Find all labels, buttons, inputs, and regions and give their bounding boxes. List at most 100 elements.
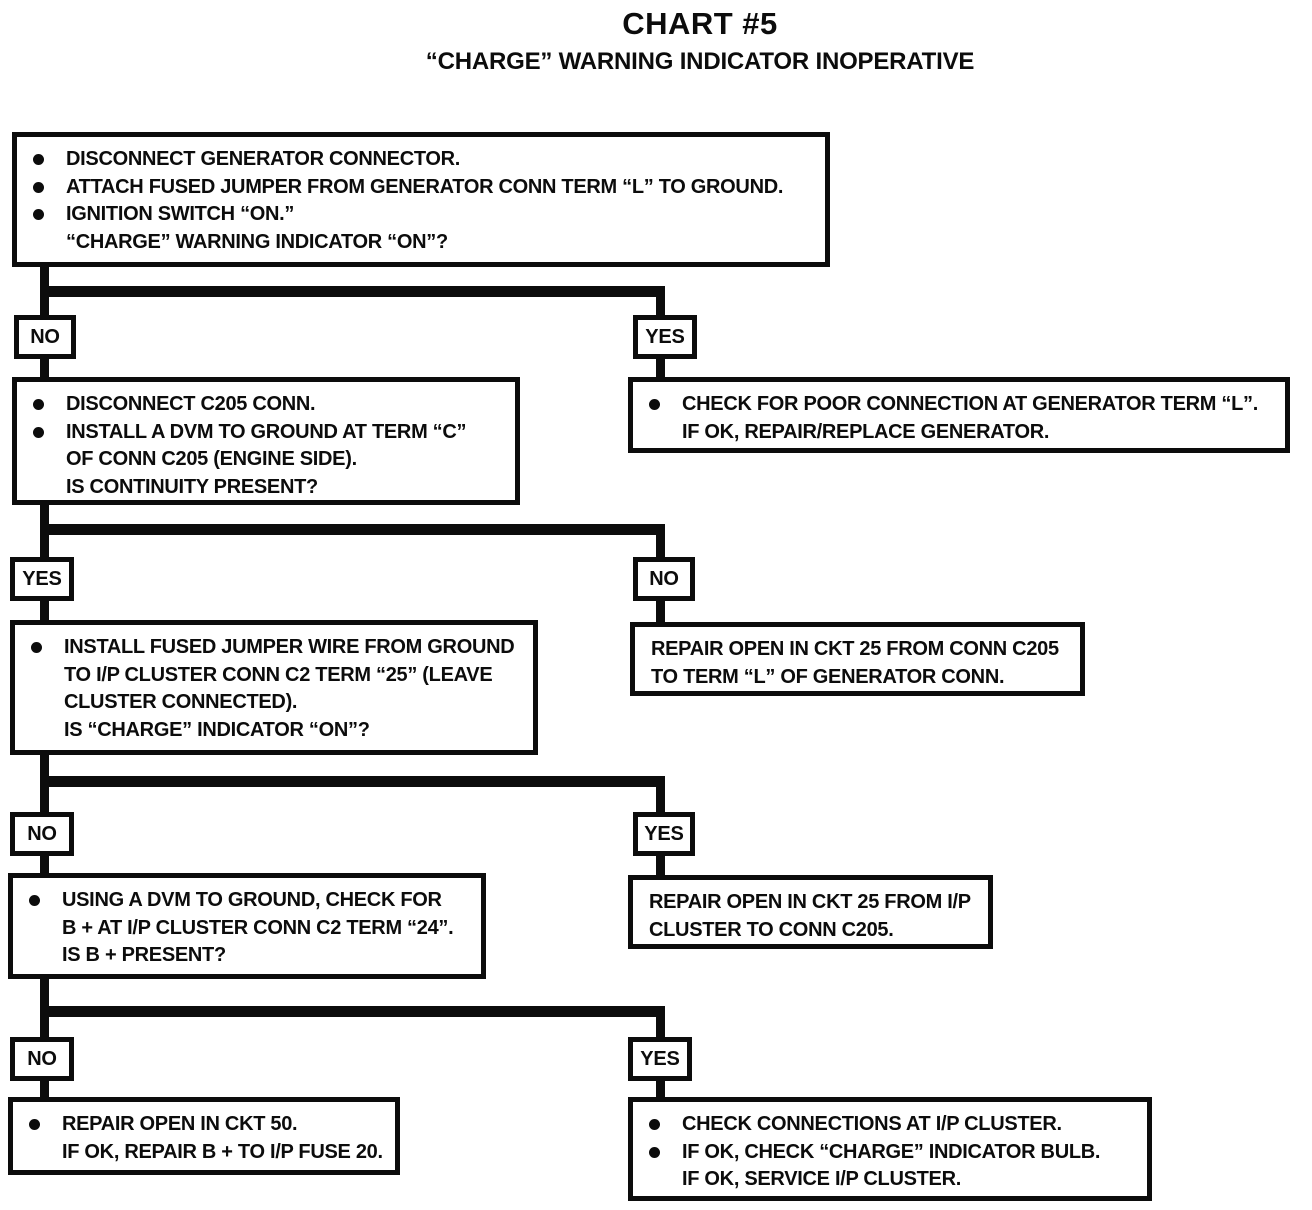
bullet-icon [649, 1119, 660, 1130]
flow-node-repair-ckt25-to-c205: REPAIR OPEN IN CKT 25 FROM I/P CLUSTER TO… [628, 875, 993, 949]
node-text: TO I/P CLUSTER CONN C2 TERM “25” (LEAVE [64, 663, 493, 686]
node-text-line: OF CONN C205 (ENGINE SIDE). [33, 446, 505, 474]
flow-node-start: DISCONNECT GENERATOR CONNECTOR.ATTACH FU… [12, 132, 830, 267]
connector-b-right-stub [656, 601, 665, 622]
node-text-line: USING A DVM TO GROUND, CHECK FOR [29, 887, 471, 915]
connector-c-right-stub [656, 856, 665, 875]
node-text: CLUSTER TO CONN C205. [649, 918, 894, 941]
connector-a-right-drop [656, 286, 665, 315]
branch4-no-label: NO [10, 1037, 74, 1081]
node-text: ATTACH FUSED JUMPER FROM GENERATOR CONN … [66, 175, 784, 198]
node-text-line: INSTALL FUSED JUMPER WIRE FROM GROUND [31, 634, 523, 662]
node-text-line: IF OK, CHECK “CHARGE” INDICATOR BULB. [649, 1139, 1137, 1167]
branch2-no-text: NO [649, 567, 679, 590]
flow-node-check-bplus-term24: USING A DVM TO GROUND, CHECK FOR B + AT I… [8, 873, 486, 979]
node-text: IS “CHARGE” INDICATOR “ON”? [64, 718, 370, 741]
node-text-line: “CHARGE” WARNING INDICATOR “ON”? [33, 229, 815, 257]
node-text-line: DISCONNECT C205 CONN. [33, 391, 505, 419]
node-text: CHECK CONNECTIONS AT I/P CLUSTER. [682, 1113, 1062, 1135]
node-text: CHECK FOR POOR CONNECTION AT GENERATOR T… [682, 393, 1258, 415]
node-text-line: IF OK, REPAIR B + TO I/P FUSE 20. [29, 1139, 385, 1167]
node-text-line: IGNITION SWITCH “ON.” [33, 201, 815, 229]
flow-node-check-ip-cluster: CHECK CONNECTIONS AT I/P CLUSTER. IF OK, … [628, 1097, 1152, 1201]
node-text: IGNITION SWITCH “ON.” [66, 203, 295, 225]
bullet-icon [649, 399, 660, 410]
chart-heading: CHART #5 “CHARGE” WARNING INDICATOR INOP… [88, 6, 1312, 76]
node-text: IS CONTINUITY PRESENT? [66, 475, 318, 498]
node-text-line: TO I/P CLUSTER CONN C2 TERM “25” (LEAVE [31, 662, 523, 690]
flow-node-jumper-cluster-term25: INSTALL FUSED JUMPER WIRE FROM GROUND TO … [10, 620, 538, 755]
bullet-icon [33, 181, 44, 193]
flow-node-repair-ckt50: REPAIR OPEN IN CKT 50. IF OK, REPAIR B + … [8, 1097, 400, 1175]
flow-node-repair-ckt25-to-generator: REPAIR OPEN IN CKT 25 FROM CONN C205 TO T… [630, 622, 1085, 696]
node-text-line: IS “CHARGE” INDICATOR “ON”? [31, 717, 523, 745]
branch4-no-text: NO [27, 1047, 57, 1070]
node-text: REPAIR OPEN IN CKT 25 FROM CONN C205 [651, 638, 1059, 660]
page-subtitle: “CHARGE” WARNING INDICATOR INOPERATIVE [425, 48, 975, 75]
connector-a-left-stub [40, 359, 49, 377]
connector-d-horizontal [40, 1006, 665, 1017]
node-text: IF OK, CHECK “CHARGE” INDICATOR BULB. [682, 1140, 1101, 1163]
node-text: INSTALL A DVM TO GROUND AT TERM “C” [66, 420, 467, 443]
node-text-line: DISCONNECT GENERATOR CONNECTOR. [33, 146, 815, 174]
node-text: “CHARGE” WARNING INDICATOR “ON”? [66, 230, 448, 253]
node-text-line: CLUSTER TO CONN C205. [649, 917, 978, 945]
connector-c-horizontal [40, 776, 665, 787]
node-text: IF OK, SERVICE I/P CLUSTER. [682, 1168, 961, 1190]
connector-b-right-drop [656, 524, 665, 557]
node-text-line: TO TERM “L” OF GENERATOR CONN. [651, 664, 1070, 692]
page-title: CHART #5 [622, 6, 778, 41]
connector-d-right-stub [656, 1081, 665, 1097]
connector-c-right-drop [656, 776, 665, 812]
flow-node-c205-continuity: DISCONNECT C205 CONN. INSTALL A DVM TO GR… [12, 377, 520, 505]
connector-d-left-stub [40, 1081, 49, 1097]
node-text-line: IF OK, REPAIR/REPLACE GENERATOR. [649, 419, 1275, 447]
node-text: OF CONN C205 (ENGINE SIDE). [66, 448, 357, 470]
branch3-yes-text: YES [644, 822, 684, 845]
node-text: USING A DVM TO GROUND, CHECK FOR [62, 889, 442, 911]
branch4-yes-text: YES [640, 1047, 680, 1070]
node-text: REPAIR OPEN IN CKT 50. [62, 1113, 298, 1135]
bullet-icon [33, 426, 44, 438]
node-text-line: IS CONTINUITY PRESENT? [33, 474, 505, 502]
node-text-line: REPAIR OPEN IN CKT 50. [29, 1111, 385, 1139]
node-text-line: REPAIR OPEN IN CKT 25 FROM CONN C205 [651, 636, 1070, 664]
bullet-icon [31, 642, 42, 653]
node-text-line: CLUSTER CONNECTED). [31, 689, 523, 717]
connector-b-left-stub [40, 601, 49, 620]
connector-d-right-drop [656, 1006, 665, 1037]
branch2-no-label: NO [633, 557, 695, 601]
bullet-icon [33, 399, 44, 410]
branch1-no-text: NO [30, 325, 60, 348]
node-text: REPAIR OPEN IN CKT 25 FROM I/P [649, 891, 971, 913]
node-text-line: ATTACH FUSED JUMPER FROM GENERATOR CONN … [33, 174, 815, 202]
connector-c-left-stub [40, 856, 49, 873]
bullet-icon [29, 1119, 40, 1130]
branch3-no-label: NO [10, 812, 74, 856]
node-text: CLUSTER CONNECTED). [64, 691, 298, 713]
node-text-line: REPAIR OPEN IN CKT 25 FROM I/P [649, 889, 978, 917]
branch1-yes-text: YES [645, 325, 685, 348]
node-text-line: IF OK, SERVICE I/P CLUSTER. [649, 1166, 1137, 1194]
node-text: DISCONNECT C205 CONN. [66, 393, 316, 415]
bullet-icon [649, 1146, 660, 1158]
node-text: TO TERM “L” OF GENERATOR CONN. [651, 665, 1005, 688]
branch1-no-label: NO [14, 315, 76, 359]
node-text: IS B + PRESENT? [62, 944, 226, 966]
bullet-icon [33, 154, 44, 165]
branch3-yes-label: YES [633, 812, 695, 856]
bullet-icon [29, 895, 40, 906]
connector-b-horizontal [40, 524, 665, 535]
node-text-line: CHECK CONNECTIONS AT I/P CLUSTER. [649, 1111, 1137, 1139]
branch2-yes-text: YES [22, 567, 62, 590]
connector-a-horizontal [40, 286, 665, 297]
node-text-line: INSTALL A DVM TO GROUND AT TERM “C” [33, 419, 505, 447]
connector-a-right-stub [656, 359, 665, 377]
node-text: INSTALL FUSED JUMPER WIRE FROM GROUND [64, 636, 515, 658]
node-text: IF OK, REPAIR/REPLACE GENERATOR. [682, 420, 1050, 443]
node-text-line: B + AT I/P CLUSTER CONN C2 TERM “24”. [29, 915, 471, 943]
branch1-yes-label: YES [633, 315, 697, 359]
flow-node-check-generator-term-l: CHECK FOR POOR CONNECTION AT GENERATOR T… [628, 377, 1290, 453]
branch3-no-text: NO [27, 822, 57, 845]
